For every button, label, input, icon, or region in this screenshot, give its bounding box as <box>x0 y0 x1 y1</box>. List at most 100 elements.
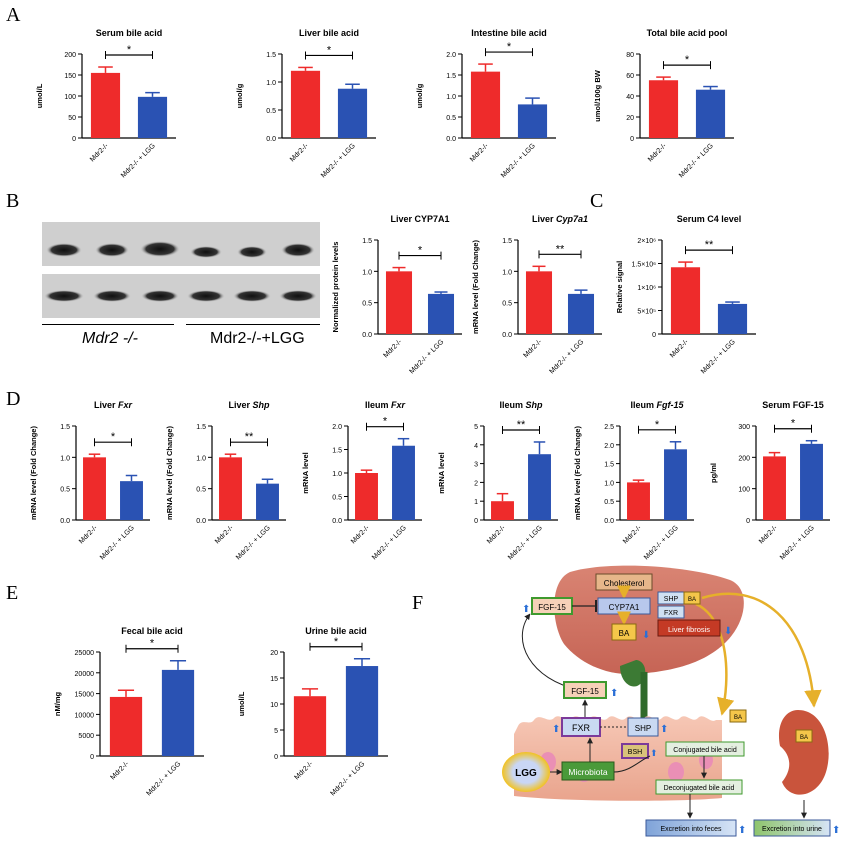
bar-mdr2 <box>491 501 514 520</box>
x-tick-label: Mdr2-/- <box>350 524 371 545</box>
bar-mdr2 <box>290 70 321 138</box>
x-tick-label: Mdr2-/- + LGG <box>120 142 157 179</box>
significance-marker: * <box>507 41 512 53</box>
chart-title: Fecal bile acid <box>121 626 183 636</box>
x-tick-label: Mdr2-/- + LGG <box>500 142 537 179</box>
y-tick-label: 0.5 <box>60 487 70 494</box>
kidney-shape <box>778 710 829 795</box>
y-tick-label: 0.0 <box>196 518 206 525</box>
significance-marker: * <box>383 416 388 428</box>
y-tick-label: 5 <box>474 424 478 431</box>
y-tick-label: 10 <box>270 702 278 709</box>
y-tick-label: 1.5 <box>502 238 512 245</box>
svg-text:⬆: ⬆ <box>650 748 658 758</box>
y-tick-label: 0 <box>90 754 94 761</box>
y-tick-label: 25000 <box>75 650 95 657</box>
x-tick-label: Mdr2-/- + LGG <box>145 760 182 797</box>
significance-marker: * <box>150 638 155 650</box>
chart-title: Liver Fxr <box>94 400 133 410</box>
liver-shp-label: SHP <box>664 596 679 603</box>
y-tick-label: 1.0 <box>196 455 206 462</box>
y-tick-label: 1.0 <box>446 94 456 101</box>
bar-mdr2 <box>293 696 327 756</box>
x-tick-label: Mdr2-/- + LGG <box>643 524 680 561</box>
y-axis-label: Relative signal <box>615 261 624 314</box>
y-tick-label: 1.0 <box>332 471 342 478</box>
y-tick-label: 1.5×10⁶ <box>632 262 657 269</box>
significance-marker: ** <box>245 431 254 443</box>
y-tick-label: 2.0 <box>446 52 456 59</box>
bar-mdr2-lgg <box>345 666 379 756</box>
blot-group-line-1 <box>42 324 174 325</box>
bar-mdr2 <box>525 271 553 334</box>
x-tick-label: Mdr2-/- + LGG <box>320 142 357 179</box>
y-axis-label: mRNA level (Fold Change) <box>165 426 174 520</box>
svg-text:⬇: ⬇ <box>642 630 650 641</box>
bar-mdr2-lgg <box>528 454 551 520</box>
y-tick-label: 1.5 <box>362 238 372 245</box>
panel-label-b: B <box>6 190 20 212</box>
lgg-label: LGG <box>515 768 537 779</box>
western-blot <box>42 222 320 318</box>
blot-group-label-mdr2: Mdr2 -/- <box>82 330 138 347</box>
chart-title: Liver Shp <box>228 400 270 410</box>
gut-shp-label: SHP <box>635 724 651 733</box>
y-tick-label: 0.0 <box>446 136 456 143</box>
blot-bands-bottom <box>44 290 317 302</box>
x-tick-label: Mdr2-/- <box>383 338 404 359</box>
y-tick-label: 100 <box>64 94 76 101</box>
chart-title: Liver CYP7A1 <box>390 214 449 224</box>
x-tick-label: Mdr2-/- + LGG <box>678 142 715 179</box>
significance-marker: * <box>327 44 332 56</box>
cholesterol-label: Cholesterol <box>604 579 645 588</box>
bar-mdr2-lgg <box>337 88 368 138</box>
y-tick-label: 10000 <box>75 712 95 719</box>
chart-title: Liver Cyp7a1 <box>532 214 588 224</box>
significance-marker: * <box>418 245 423 257</box>
bar-mdr2 <box>109 696 143 756</box>
y-tick-label: 0 <box>274 754 278 761</box>
chart-title: Liver bile acid <box>299 28 359 38</box>
y-tick-label: 15000 <box>75 692 95 699</box>
chart-title: Serum bile acid <box>96 28 163 38</box>
liver-ba-label: BA <box>619 629 630 638</box>
y-tick-label: 0 <box>652 332 656 339</box>
y-tick-label: 1.5 <box>266 52 276 59</box>
x-tick-label: Mdr2-/- <box>486 524 507 545</box>
bar-mdr2 <box>90 72 121 138</box>
y-tick-label: 2.0 <box>332 424 342 431</box>
bsh-label: BSH <box>628 749 642 756</box>
y-tick-label: 0 <box>630 136 634 143</box>
svg-text:⬆: ⬆ <box>832 825 840 836</box>
x-tick-label: Mdr2-/- + LGG <box>779 524 816 561</box>
significance-marker: ** <box>517 419 526 431</box>
gut-ba-label: BA <box>734 715 742 721</box>
blot-group-label-mdr2-lgg: Mdr2-/-+LGG <box>210 330 305 347</box>
y-tick-label: 1.5 <box>332 448 342 455</box>
significance-marker: * <box>685 54 690 66</box>
significance-marker: * <box>127 44 132 56</box>
x-tick-label: Mdr2-/- + LGG <box>548 338 585 375</box>
y-axis-label: umol/L <box>237 691 246 716</box>
y-tick-label: 1.0 <box>60 455 70 462</box>
chart-title: Intestine bile acid <box>471 28 547 38</box>
cyp7a1-label: CYP7A1 <box>609 603 640 612</box>
urine-label: Excretion into urine <box>762 826 822 833</box>
chart-title: Ileum Fgf-15 <box>630 400 684 410</box>
panel-label-d: D <box>6 388 21 410</box>
x-tick-label: Mdr2-/- <box>669 338 690 359</box>
y-tick-label: 0.5 <box>446 115 456 122</box>
y-tick-label: 0.5 <box>362 301 372 308</box>
x-tick-label: Mdr2-/- <box>214 524 235 545</box>
y-tick-label: 1.0 <box>502 269 512 276</box>
y-tick-label: 3 <box>474 462 478 469</box>
y-tick-label: 200 <box>64 52 76 59</box>
chart-intestine-bile-acid: Intestine bile acidumol/g0.00.51.01.52.0… <box>415 28 556 179</box>
x-tick-label: Mdr2-/- + LGG <box>329 760 366 797</box>
y-tick-label: 5 <box>274 728 278 735</box>
